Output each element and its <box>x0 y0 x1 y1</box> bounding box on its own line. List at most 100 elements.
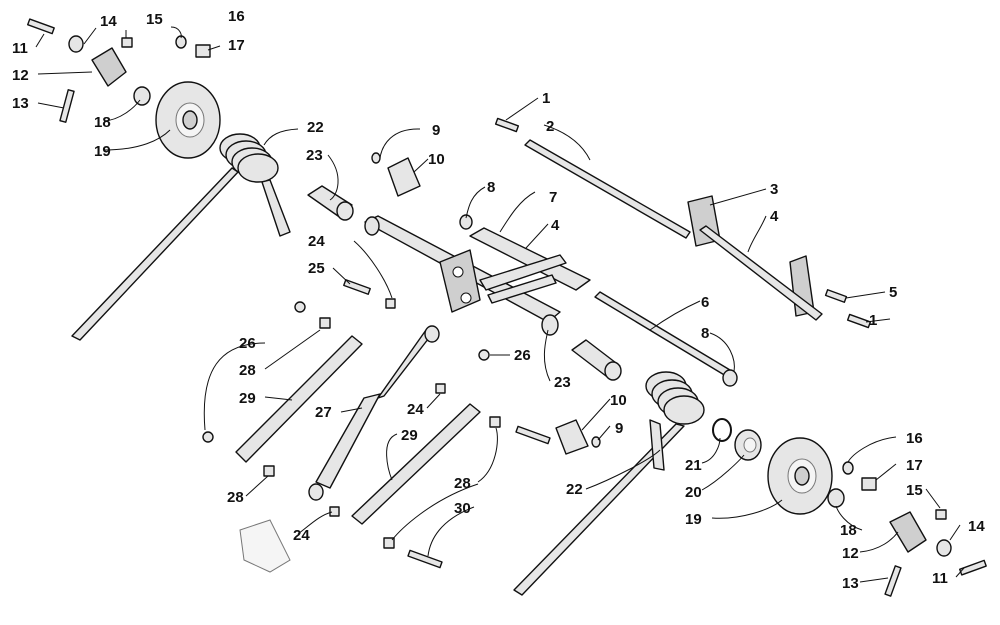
callout-label: 7 <box>549 189 557 206</box>
nut-26-c <box>478 349 490 361</box>
callout-label: 23 <box>306 147 323 164</box>
callout-label: 28 <box>454 475 471 492</box>
callout-label: 26 <box>514 347 531 364</box>
washer-14-left <box>68 35 84 53</box>
torsion-spring-left <box>71 133 291 341</box>
bushing-28-c <box>489 416 501 428</box>
callout-label: 24 <box>308 233 325 250</box>
callout-label: 22 <box>566 481 583 498</box>
callout-labels: 1 1 2 3 4 4 5 6 7 8 8 9 9 10 10 11 11 12… <box>12 8 985 592</box>
nut-8-upper <box>459 214 473 230</box>
bushing-24-c <box>329 506 340 517</box>
spacer-right <box>827 488 845 508</box>
leader-lines <box>35 26 965 583</box>
bolt-11-right <box>958 559 987 576</box>
bolt-30 <box>515 425 551 445</box>
bushing-upper-end <box>336 201 354 221</box>
link-arm-left <box>235 335 363 463</box>
nut-26-a <box>294 301 306 313</box>
callout-label: 8 <box>701 325 709 342</box>
callout-label: 23 <box>554 374 571 391</box>
callout-label: 24 <box>407 401 424 418</box>
insert-15-left <box>121 37 133 48</box>
callout-label: 17 <box>228 37 245 54</box>
shaft-end <box>541 314 559 336</box>
bushing-28-b <box>263 465 275 477</box>
washer-16-right <box>842 461 854 475</box>
callout-label: 30 <box>454 500 471 517</box>
callout-label: 12 <box>12 67 29 84</box>
callout-label: 28 <box>239 362 256 379</box>
callout-label: 2 <box>546 118 554 135</box>
axle-bracket-right <box>889 511 927 553</box>
torsion-spring-right <box>513 371 705 596</box>
callout-label: 10 <box>428 151 445 168</box>
callout-label: 25 <box>308 260 325 277</box>
axle-bracket-left <box>91 47 127 87</box>
rod-bushing <box>722 369 738 387</box>
callout-label: 1 <box>869 312 877 329</box>
washer-14-right <box>936 539 952 557</box>
shock-body <box>315 393 381 489</box>
callout-label: 22 <box>307 119 324 136</box>
callout-label: 17 <box>906 457 923 474</box>
idler-wheel-left <box>155 81 221 159</box>
callout-label: 10 <box>610 392 627 409</box>
callout-label: 11 <box>12 40 28 57</box>
callout-label: 13 <box>842 575 859 592</box>
callout-label: 3 <box>770 181 778 198</box>
bolt-30-lower <box>407 549 443 569</box>
shaft-end-left <box>364 216 380 236</box>
callout-label: 9 <box>615 420 623 437</box>
callout-label: 14 <box>100 13 117 30</box>
bushing-lower-end <box>604 361 622 381</box>
callout-label: 18 <box>840 522 857 539</box>
insert-15-right <box>935 509 947 520</box>
bracket-hole <box>452 266 464 278</box>
callout-label: 13 <box>12 95 29 112</box>
spacer-left <box>133 86 151 106</box>
shock-eye-bottom <box>308 483 324 501</box>
callout-label: 8 <box>487 179 495 196</box>
callout-label: 6 <box>701 294 709 311</box>
bushing-17-right <box>861 477 877 491</box>
callout-label: 19 <box>94 143 111 160</box>
bolt-13-left <box>59 89 75 123</box>
callout-label: 19 <box>685 511 702 528</box>
callout-label: 20 <box>685 484 702 501</box>
callout-label: 5 <box>889 284 897 301</box>
callout-label: 21 <box>685 457 702 474</box>
faded-mount-bracket <box>239 519 291 573</box>
callout-label: 29 <box>401 427 418 444</box>
callout-label: 12 <box>842 545 859 562</box>
bolt-1-top <box>494 117 520 133</box>
callout-label: 4 <box>770 208 779 225</box>
cross-brace <box>479 254 567 291</box>
idler-wheel-right <box>767 437 833 515</box>
shock-rod <box>524 139 691 239</box>
callout-label: 24 <box>293 527 310 544</box>
nut-26-b <box>202 431 214 443</box>
bearing-inner <box>743 437 757 453</box>
callout-label: 29 <box>239 390 256 407</box>
stop-block-upper <box>387 157 421 197</box>
nut-9-upper <box>371 152 381 164</box>
center-bracket <box>439 249 481 313</box>
bushing-28-d <box>383 537 395 549</box>
bushing-28-a <box>319 317 331 329</box>
bolt-5 <box>824 289 848 303</box>
callout-label: 16 <box>906 430 923 447</box>
callout-label: 27 <box>315 404 332 421</box>
bolt-1-bottom <box>846 313 872 329</box>
bolt-11-left <box>26 18 55 35</box>
bushing-24-a <box>385 298 396 309</box>
snap-ring <box>712 418 732 442</box>
callout-label: 18 <box>94 114 111 131</box>
callout-label: 15 <box>906 482 923 499</box>
shock-shaft <box>377 329 433 399</box>
bolt-25 <box>343 279 371 295</box>
callout-label: 9 <box>432 122 440 139</box>
callout-label: 14 <box>968 518 985 535</box>
